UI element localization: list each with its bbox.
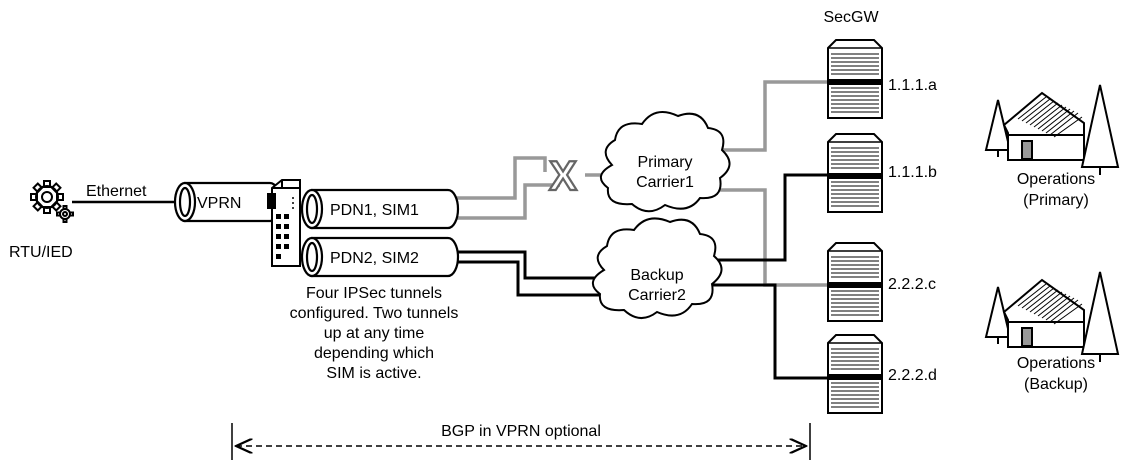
ops-backup-label-line2: (Backup) — [1024, 376, 1088, 393]
pdn1-tunnel — [300, 188, 460, 230]
rtu-label: RTU/IED — [9, 244, 73, 261]
ethernet-label: Ethernet — [86, 183, 147, 200]
backup-carrier-cloud — [592, 217, 723, 319]
ops-backup-label-line1: Operations — [1017, 355, 1095, 372]
primary-carrier-cloud — [600, 110, 731, 213]
operations-primary-site-icon — [984, 84, 1120, 175]
primary-paths — [455, 80, 828, 287]
backup-carrier-label-line2: Carrier2 — [628, 287, 686, 304]
ipsec-note: Four IPSec tunnels configured. Two tunne… — [290, 285, 459, 382]
failure-x-mark: X — [549, 152, 577, 199]
gw-d-label: 2.2.2.d — [888, 367, 937, 384]
ops-primary-label-line2: (Primary) — [1023, 192, 1089, 209]
pdn2-tunnel — [300, 236, 460, 278]
bgp-label: BGP in VPRN optional — [441, 423, 601, 440]
vprn-label: VPRN — [197, 195, 241, 212]
note-line-3: up at any time — [324, 325, 425, 342]
rtu-gears-icon — [30, 180, 74, 223]
server-2-2-2-c — [827, 242, 883, 322]
note-line-2: configured. Two tunnels — [290, 305, 459, 322]
gw-b-label: 1.1.1.b — [888, 164, 937, 181]
pdn2-label: PDN2, SIM2 — [330, 250, 419, 267]
secgw-label: SecGW — [823, 9, 879, 26]
gw-a-label: 1.1.1.a — [888, 77, 937, 94]
primary-carrier-label-line1: Primary — [637, 154, 692, 171]
gw-c-label: 2.2.2.c — [888, 276, 936, 293]
primary-carrier-label-line2: Carrier1 — [636, 174, 694, 191]
operations-backup-site-icon — [984, 271, 1120, 362]
backup-carrier-label-line1: Backup — [630, 267, 683, 284]
bgp-span: BGP in VPRN optional — [231, 423, 811, 460]
note-line-5: SIM is active. — [326, 365, 421, 382]
server-2-2-2-d — [827, 334, 883, 414]
server-1-1-1-b — [827, 133, 883, 213]
backup-paths — [455, 173, 828, 380]
ops-primary-label-line1: Operations — [1017, 171, 1095, 188]
server-1-1-1-a — [827, 39, 883, 119]
note-line-1: Four IPSec tunnels — [306, 285, 442, 302]
router-device-icon — [267, 179, 301, 267]
pdn1-label: PDN1, SIM1 — [330, 202, 419, 219]
note-line-4: depending which — [314, 345, 434, 362]
